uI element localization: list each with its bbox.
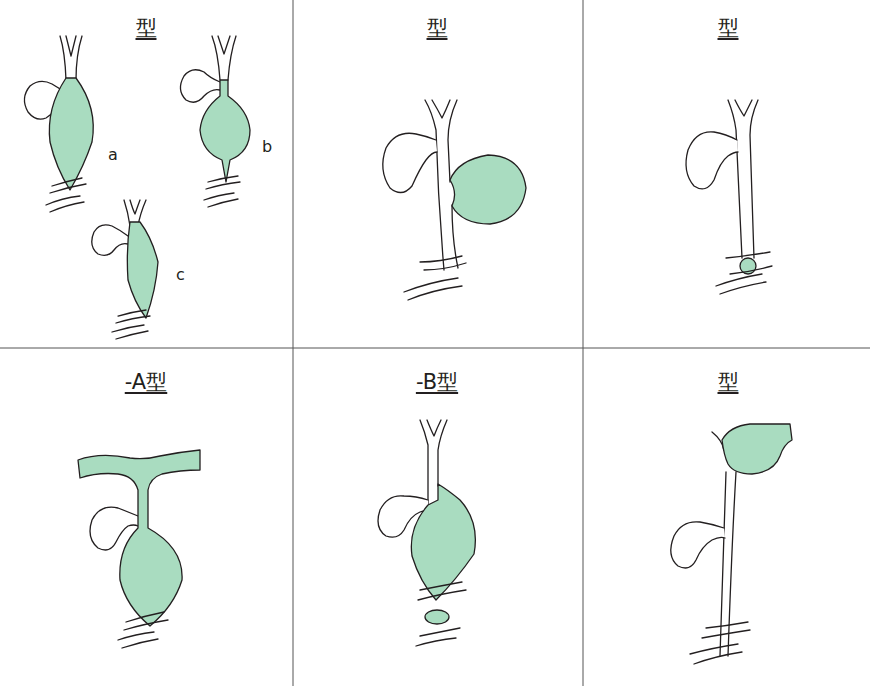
cyst-illustration	[378, 420, 475, 646]
gallbladder	[671, 522, 725, 568]
bile-duct	[735, 100, 752, 116]
duodenum	[420, 628, 460, 636]
duodenum	[50, 184, 86, 193]
bile-duct	[76, 36, 82, 80]
cyst-illustration	[24, 36, 93, 212]
duodenum	[118, 310, 146, 316]
duodenum	[112, 325, 144, 332]
duodenum	[720, 282, 766, 294]
bile-duct	[427, 420, 441, 436]
bile-duct	[212, 36, 220, 80]
duodenum	[50, 202, 84, 212]
diverticulum	[450, 155, 526, 224]
duodenum	[408, 286, 462, 300]
cyst	[78, 450, 200, 626]
bile-duct	[432, 100, 450, 118]
duodenum	[694, 652, 742, 664]
bile-duct	[425, 100, 444, 270]
bile-duct	[218, 36, 230, 54]
duodenum	[208, 199, 238, 207]
cyst-illustration	[92, 200, 158, 339]
cyst	[200, 80, 250, 182]
duodenum	[416, 638, 456, 646]
type-label: 型	[718, 16, 739, 40]
cyst-illustration	[671, 424, 792, 664]
type-label: 型	[136, 16, 157, 40]
bile-duct	[420, 420, 428, 505]
cyst-illustration	[686, 100, 772, 294]
grid-line	[293, 0, 294, 686]
bile-duct	[130, 200, 140, 214]
duodenum	[208, 176, 238, 182]
duodenum	[126, 612, 164, 622]
duodenum	[404, 278, 458, 292]
duodenum	[420, 582, 462, 590]
bile-duct	[66, 36, 76, 56]
duodenum	[116, 316, 150, 323]
cyst	[722, 424, 792, 474]
grid-line	[0, 348, 870, 349]
duodenum	[52, 178, 82, 186]
bile-duct	[438, 420, 447, 486]
gallbladder	[686, 132, 738, 189]
bile-duct	[60, 36, 66, 80]
duodenum	[702, 630, 750, 638]
cyst	[49, 78, 93, 190]
bile-duct	[728, 472, 736, 656]
bile-duct	[720, 472, 726, 656]
cyst-illustration	[78, 450, 200, 648]
cyst-illustration	[180, 36, 250, 207]
duodenum	[706, 622, 748, 628]
gallbladder	[92, 225, 128, 255]
duodenum	[124, 620, 168, 630]
bile-duct	[750, 100, 758, 258]
cyst	[411, 484, 475, 600]
duodenum	[122, 639, 158, 648]
gallbladder	[180, 70, 220, 103]
duodenum	[420, 256, 462, 262]
duodenum	[116, 331, 148, 339]
type-label: 型	[718, 370, 739, 394]
cyst	[127, 222, 158, 318]
sub-label: c	[176, 266, 185, 284]
duodenum	[690, 644, 738, 654]
duodenum	[418, 590, 466, 600]
duodenum	[204, 193, 234, 200]
grid-line	[583, 0, 584, 686]
gallbladder	[383, 133, 437, 192]
duodenum	[730, 266, 772, 274]
bile-duct	[728, 100, 742, 258]
duodenum	[118, 632, 154, 640]
duodenum	[424, 263, 466, 270]
duodenum	[206, 182, 240, 189]
cyst-illustration	[383, 100, 526, 300]
sub-label: a	[108, 146, 118, 164]
choledochocele	[425, 610, 449, 624]
type-label: -B型	[416, 370, 458, 394]
bile-duct	[228, 36, 236, 80]
bile-duct	[124, 200, 130, 226]
type-label: -A型	[125, 370, 167, 394]
duodenum	[726, 252, 770, 258]
type-label: 型	[427, 16, 448, 40]
sub-label: b	[262, 138, 272, 156]
